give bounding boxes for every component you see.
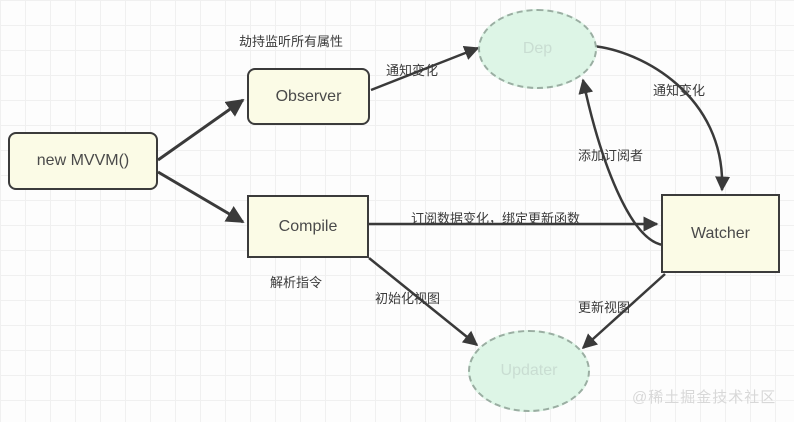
node-updater[interactable]: Updater xyxy=(468,330,590,412)
edge-label-mvvm-compile: 解析指令 xyxy=(270,275,323,290)
node-watcher[interactable]: Watcher xyxy=(661,194,780,273)
watermark: @稀土掘金技术社区 xyxy=(632,389,777,406)
node-updater-label: Updater xyxy=(500,362,558,380)
edge-label-compile-updater: 初始化视图 xyxy=(375,291,441,306)
node-observer-label: Observer xyxy=(275,87,342,105)
node-new-mvvm[interactable]: new MVVM() xyxy=(8,132,158,190)
node-watcher-label: Watcher xyxy=(691,224,750,242)
edge-label-observer-dep: 通知变化 xyxy=(386,63,439,78)
node-new-mvvm-label: new MVVM() xyxy=(36,152,130,170)
edge-label-dep-watcher: 通知变化 xyxy=(653,83,706,98)
edge-label-compile-watcher: 订阅数据变化，绑定更新函数 xyxy=(411,211,581,226)
node-dep[interactable]: Dep xyxy=(478,9,597,89)
node-compile-label: Compile xyxy=(278,217,338,235)
edge-mvvm-observer xyxy=(157,98,245,162)
node-compile[interactable]: Compile xyxy=(247,195,369,258)
edge-label-watcher-updater: 更新视图 xyxy=(578,300,631,315)
node-observer[interactable]: Observer xyxy=(247,68,370,125)
edge-label-watcher-dep: 添加订阅者 xyxy=(578,148,644,163)
edge-dep-watcher xyxy=(591,44,731,192)
edge-label-mvvm-observer: 劫持监听所有属性 xyxy=(239,34,344,49)
node-dep-label: Dep xyxy=(522,40,553,58)
edge-mvvm-compile xyxy=(157,170,245,224)
